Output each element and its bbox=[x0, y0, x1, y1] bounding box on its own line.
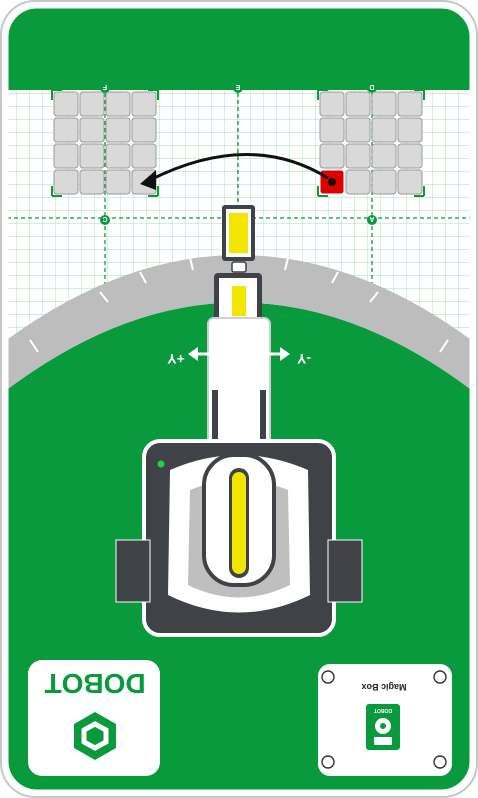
grid-tile bbox=[53, 117, 79, 143]
magic-box-card: Magic Box DOBOT bbox=[318, 664, 452, 776]
grid-tile bbox=[397, 91, 423, 117]
plus-y-label: +Y bbox=[167, 351, 185, 367]
marker-e: E bbox=[235, 83, 240, 90]
grid-tile bbox=[105, 169, 131, 195]
tile-grid-left bbox=[51, 89, 159, 197]
magic-box-device-icon: DOBOT bbox=[366, 704, 400, 750]
marker-e-dot bbox=[233, 83, 243, 93]
arrow-head bbox=[140, 170, 156, 190]
board-border bbox=[5, 5, 473, 793]
reach-arc bbox=[7, 255, 471, 395]
grid-tile bbox=[397, 117, 423, 143]
grid-tile bbox=[105, 143, 131, 169]
grid-tile bbox=[53, 91, 79, 117]
direction-arrows: +Y -Y bbox=[167, 347, 311, 367]
grid-tile bbox=[371, 117, 397, 143]
grid-tile bbox=[131, 91, 157, 117]
grid-tile bbox=[397, 169, 423, 195]
marker-a-dot bbox=[367, 215, 377, 225]
grid-tile bbox=[319, 143, 345, 169]
grid-tile bbox=[397, 143, 423, 169]
grid-tile bbox=[79, 169, 105, 195]
magic-box-small-label: DOBOT bbox=[374, 707, 392, 713]
grid-tile bbox=[79, 117, 105, 143]
grid-tile bbox=[79, 143, 105, 169]
curved-arrow-left-icon bbox=[149, 153, 329, 182]
grid-tile bbox=[105, 117, 131, 143]
magic-box-label: Magic Box bbox=[361, 682, 406, 692]
grid-tile bbox=[53, 143, 79, 169]
robot-arm bbox=[115, 205, 363, 637]
grid-tile bbox=[319, 117, 345, 143]
grid-tile bbox=[79, 91, 105, 117]
grid-tile bbox=[371, 143, 397, 169]
grid-tile bbox=[345, 91, 371, 117]
marker-d: D bbox=[369, 83, 374, 90]
grid-tile bbox=[345, 117, 371, 143]
power-led bbox=[157, 460, 165, 468]
dobot-hexagon-logo-icon bbox=[74, 712, 116, 760]
marker-c: C bbox=[102, 215, 107, 222]
arc-ticks bbox=[29, 257, 449, 353]
marker-f-dot bbox=[100, 83, 110, 93]
brand-card: DOBOT bbox=[28, 660, 160, 776]
minus-y-label: -Y bbox=[296, 351, 311, 367]
marker-a: A bbox=[369, 215, 374, 222]
grid-tile bbox=[371, 91, 397, 117]
grid-tile bbox=[131, 143, 157, 169]
grid-tile bbox=[371, 169, 397, 195]
brand-name: DOBOT bbox=[44, 668, 145, 699]
grid-tile bbox=[345, 169, 371, 195]
selected-tile-marker bbox=[328, 178, 336, 186]
grid-tile bbox=[319, 91, 345, 117]
grid-tile bbox=[131, 117, 157, 143]
marker-c-dot bbox=[100, 215, 110, 225]
grid-tile bbox=[53, 169, 79, 195]
grid-tile bbox=[105, 91, 131, 117]
end-effector-highlight bbox=[229, 213, 248, 253]
marker-d-dot bbox=[367, 83, 377, 93]
marker-f: F bbox=[102, 83, 107, 90]
grid-tile bbox=[345, 143, 371, 169]
grid-markers: F E D C A bbox=[100, 83, 377, 225]
